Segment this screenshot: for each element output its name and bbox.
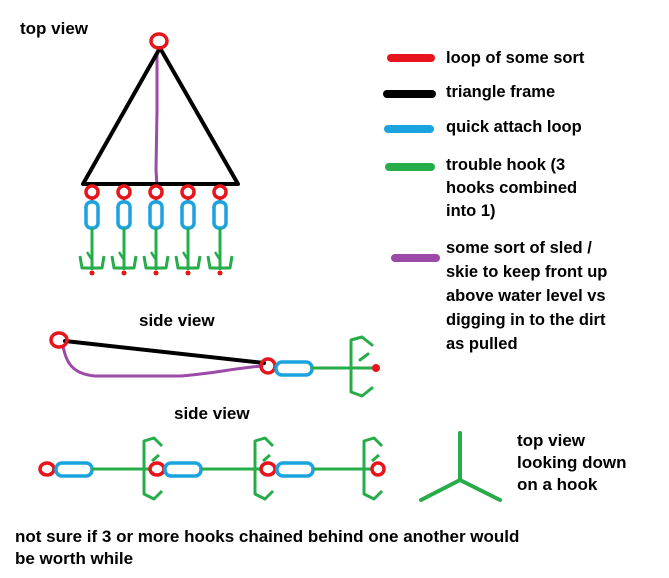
side-frame-line [63, 339, 266, 365]
legend: loop of some sort triangle frame quick a… [383, 49, 612, 353]
chain-unit [38, 436, 164, 501]
strand-hook-left [174, 255, 188, 270]
legend-text-loop: loop of some sort [446, 49, 585, 67]
top-view-assembly [78, 32, 240, 276]
side-front-loop [49, 331, 69, 349]
side-view-label-1: side view [139, 311, 215, 330]
hook-strand [206, 184, 234, 276]
strand-hook-barb [117, 251, 126, 261]
chain-hook-barb [151, 453, 160, 463]
chain-quick-attach-loop [275, 461, 315, 478]
strand-quick-attach-loop [84, 200, 100, 230]
side-view-1-assembly [49, 331, 380, 398]
legend-text-sled: some sort of sled / skie to keep front u… [446, 239, 612, 353]
side-hook-mid [358, 352, 370, 362]
sled-curve-side [61, 344, 264, 378]
chain-hook-lower [362, 469, 384, 501]
hook-top-view-line-3: on a hook [517, 475, 598, 494]
hook-top-view-line-2: looking down [517, 453, 627, 472]
strand-hook-tip [153, 270, 159, 276]
chained-hooks-assembly [38, 436, 386, 501]
strand-loop [148, 184, 164, 200]
side-hook-lower [349, 366, 374, 398]
strand-quick-attach-loop [212, 200, 228, 230]
sled-line-top [154, 50, 159, 188]
chain-hook-upper [142, 436, 164, 469]
apex-loop [149, 32, 169, 50]
strand-hook-right [220, 255, 234, 270]
hook-strands [78, 184, 234, 276]
hook-top-view-line-1: top view [517, 431, 586, 450]
strand-loop [212, 184, 228, 200]
strand-loop [180, 184, 196, 200]
strand-loop [116, 184, 132, 200]
hook-strand [78, 184, 106, 276]
strand-hook-left [78, 255, 92, 270]
hook-strand [110, 184, 138, 276]
strand-hook-right [188, 255, 202, 270]
strand-hook-barb [85, 251, 94, 261]
chain-hook-barb [262, 453, 271, 463]
hook-strand [174, 184, 202, 276]
strand-hook-barb [149, 251, 158, 261]
footer-line-1: not sure if 3 or more hooks chained behi… [15, 527, 519, 546]
chain-hook-upper [362, 436, 384, 469]
triangle-frame [81, 46, 240, 186]
chain-hook-lower [142, 469, 164, 501]
hook-top-view-prong-left [419, 478, 462, 502]
strand-quick-attach-loop [180, 200, 196, 230]
chain-unit [259, 436, 384, 501]
strand-hook-barb [181, 251, 190, 261]
strand-hook-right [156, 255, 170, 270]
strand-hook-tip [217, 270, 223, 276]
legend-text-frame: triangle frame [446, 83, 555, 101]
chain-hook-upper [253, 436, 275, 469]
chain-end-loop [370, 461, 386, 477]
top-view-label: top view [20, 19, 89, 38]
footer-line-2: be worth while [15, 549, 133, 568]
chain-hook-barb [371, 453, 380, 463]
strand-hook-left [110, 255, 124, 270]
footer-note: not sure if 3 or more hooks chained behi… [15, 527, 524, 568]
hook-top-view-glyph [419, 431, 502, 502]
strand-hook-tip [185, 270, 191, 276]
chain-quick-attach-loop [163, 461, 203, 478]
strand-hook-left [142, 255, 156, 270]
hook-top-view-prong-right [458, 478, 502, 502]
chain-loop [259, 461, 277, 477]
chain-loop [38, 461, 56, 477]
side-hook-end-loop [372, 364, 380, 372]
hook-strand [142, 184, 170, 276]
strand-loop [84, 184, 100, 200]
strand-hook-barb [213, 251, 222, 261]
chain-hook-lower [253, 469, 275, 501]
chain-quick-attach-loop [54, 461, 94, 478]
legend-text-hook: trouble hook (3 hooks combined into 1) [446, 156, 582, 220]
strand-hook-right [92, 255, 106, 270]
strand-quick-attach-loop [116, 200, 132, 230]
strand-hook-tip [89, 270, 95, 276]
side-view-label-2: side view [174, 404, 250, 423]
side-hook-upper [349, 335, 374, 370]
strand-hook-tip [121, 270, 127, 276]
chain-unit [148, 436, 275, 501]
legend-text-quick-attach: quick attach loop [446, 118, 582, 136]
strand-quick-attach-loop [148, 200, 164, 230]
hook-top-view-label: top view looking down on a hook [517, 431, 631, 494]
strand-hook-right [124, 255, 138, 270]
strand-hook-left [206, 255, 220, 270]
chain-loop [148, 461, 166, 477]
side-quick-attach-loop [274, 360, 314, 377]
